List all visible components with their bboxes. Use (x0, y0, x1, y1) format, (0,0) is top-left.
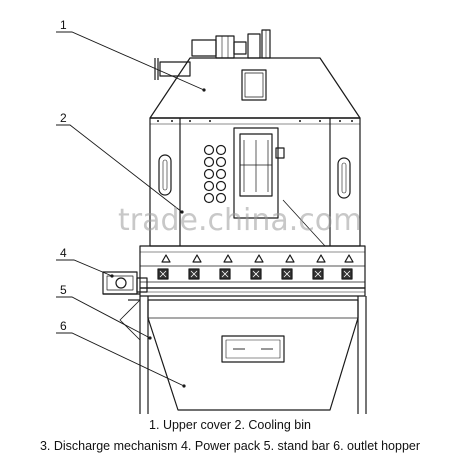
leader-line-5 (56, 296, 151, 339)
callout-4: 4 (60, 246, 67, 260)
upper-cover (149, 57, 361, 119)
leader-line-4 (56, 259, 113, 277)
stand-bar (119, 296, 367, 414)
leader-lines (56, 31, 205, 387)
callout-5: 5 (60, 283, 67, 297)
leader-dot-5 (148, 336, 152, 340)
leader-dot-2 (180, 210, 184, 214)
leader-dot-1 (202, 88, 206, 92)
callout-6: 6 (60, 319, 67, 333)
caption-line-1: 1. Upper cover 2. Cooling bin (149, 418, 311, 432)
leader-line-1 (56, 31, 205, 91)
callout-2: 2 (60, 111, 67, 125)
leader-dot-6 (182, 384, 186, 388)
watermark: trade.china.com (118, 203, 362, 238)
leader-line-6 (56, 332, 185, 387)
top-motor (191, 29, 271, 59)
callout-1: 1 (60, 18, 67, 32)
caption-line-2: 3. Discharge mechanism 4. Power pack 5. … (39, 439, 421, 453)
outlet-hopper (147, 299, 359, 411)
leader-line-2 (56, 124, 183, 213)
discharge-mechanism (139, 245, 366, 297)
leader-dot-4 (110, 274, 114, 278)
power-pack (102, 271, 148, 295)
